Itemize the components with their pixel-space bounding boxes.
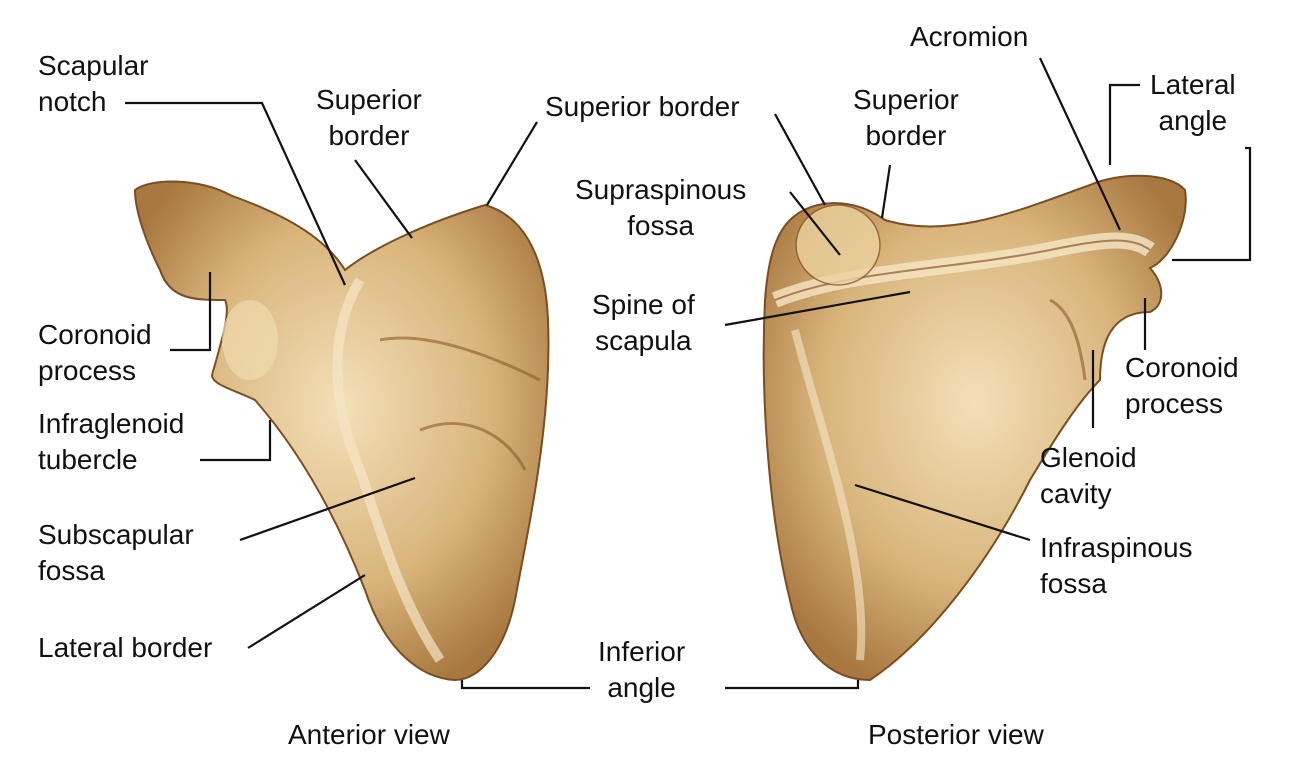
label-infraglenoid-tubercle: Infraglenoid tubercle xyxy=(38,406,184,478)
label-line: notch xyxy=(38,86,107,117)
label-line: Coronoid xyxy=(1125,352,1239,383)
anterior-scapula xyxy=(133,180,550,682)
label-infraspinous-fossa: Infraspinous fossa xyxy=(1040,530,1193,602)
label-line: Glenoid xyxy=(1040,442,1137,473)
label-line: tubercle xyxy=(38,444,138,475)
caption-anterior-view: Anterior view xyxy=(288,719,450,750)
label-superior-border-anterior-edge: Superior border xyxy=(545,91,740,122)
label-line: cavity xyxy=(1040,478,1112,509)
label-line: Supraspinous xyxy=(575,174,747,205)
label-line: border xyxy=(328,120,410,151)
label-lateral-border: Lateral border xyxy=(38,632,213,663)
label-spine-of-scapula: Spine of scapula xyxy=(592,287,695,359)
label-superior-border-anterior: Superior border xyxy=(316,82,422,154)
leader-lines xyxy=(125,57,1252,690)
label-line: Infraspinous xyxy=(1040,532,1193,563)
label-line: angle xyxy=(607,672,676,703)
label-inferior-angle: Inferior angle xyxy=(598,634,685,706)
label-glenoid-cavity: Glenoid cavity xyxy=(1040,440,1137,512)
label-supraspinous-fossa: Supraspinous fossa xyxy=(575,172,746,244)
label-line: Coronoid xyxy=(38,319,152,350)
posterior-scapula xyxy=(762,174,1187,682)
label-line: process xyxy=(1125,388,1224,419)
label-line: border xyxy=(865,120,947,151)
label-line: Subscapular xyxy=(38,519,194,550)
label-line: fossa xyxy=(627,210,695,241)
label-lateral-angle: Lateral angle xyxy=(1150,67,1236,139)
label-line: Scapular xyxy=(38,50,149,81)
label-subscapular-fossa: Subscapular fossa xyxy=(38,517,194,589)
label-line: fossa xyxy=(1040,568,1107,599)
label-acromion: Acromion xyxy=(910,21,1029,52)
label-line: Infraglenoid xyxy=(38,408,185,439)
label-line: Inferior xyxy=(598,636,686,667)
label-line: fossa xyxy=(38,555,105,586)
label-coronoid-process-posterior: Coronoid process xyxy=(1125,350,1239,422)
label-line: process xyxy=(38,355,137,386)
label-line: scapula xyxy=(595,325,692,356)
label-superior-border-posterior: Superior border xyxy=(853,82,959,154)
label-line: angle xyxy=(1158,105,1228,136)
label-line: Superior xyxy=(316,84,422,115)
label-coronoid-process-anterior: Coronoid process xyxy=(38,317,152,389)
label-line: Lateral xyxy=(1150,69,1236,100)
caption-posterior-view: Posterior view xyxy=(868,719,1044,750)
label-line: Superior xyxy=(853,84,959,115)
label-line: Spine of xyxy=(592,289,695,320)
label-scapular-notch: Scapular notch xyxy=(38,48,149,120)
